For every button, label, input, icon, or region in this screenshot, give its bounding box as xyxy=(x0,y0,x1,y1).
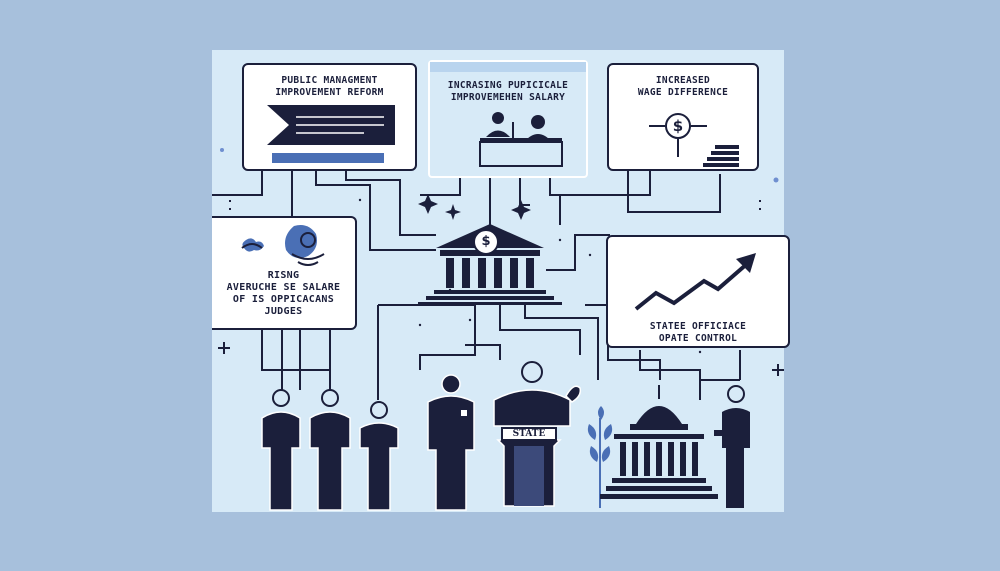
box-state-official-control: STATEE OFFICIACE OPATE CONTROL xyxy=(606,235,790,348)
dollar-coin-icon: $ xyxy=(665,113,691,139)
rising-salary-line4: JUDGES xyxy=(264,306,303,317)
box-wage-difference: INCREASED WAGE DIFFERENCE $ xyxy=(607,63,759,171)
speaker-figure xyxy=(493,361,582,427)
rising-salary-line1: RISNG xyxy=(267,270,300,281)
box-public-management-reform: PUBLIC MANAGMENT IMPROVEMENT REFORM xyxy=(242,63,417,171)
stairs-icon xyxy=(649,125,739,167)
flag-banner-icon xyxy=(267,105,395,163)
salary-increase-line2: IMPROVEMEHEN SALARY xyxy=(450,92,566,103)
reform-title-line1: PUBLIC MANAGMENT xyxy=(281,75,378,86)
rising-salary-line3: OF IS OPPICACANS xyxy=(232,294,335,305)
meeting-desk-icon xyxy=(479,112,563,167)
reform-title-line2: IMPROVEMENT REFORM xyxy=(275,87,384,98)
official-figure xyxy=(309,389,351,511)
salary-increase-line1: INCRASING PUPICICALE xyxy=(447,80,569,91)
bank-dollar-symbol: $ xyxy=(481,234,491,249)
wage-difference-line2: WAGE DIFFERENCE xyxy=(637,87,729,98)
box-salary-increase: INCRASING PUPICICALE IMPROVEMEHEN SALARY xyxy=(428,60,588,178)
official-figure xyxy=(261,389,301,511)
trend-arrow-icon xyxy=(634,253,756,311)
rising-salary-line2: AVERUCHE SE SALARE xyxy=(226,282,341,293)
box-rising-average-salary: RISNG AVERUCHE SE SALARE OF IS OPPICACAN… xyxy=(212,216,357,330)
money-hands-icon xyxy=(241,225,325,266)
box-header-strip xyxy=(430,62,586,72)
official-figure xyxy=(427,374,475,511)
state-control-line1: STATEE OFFICIACE xyxy=(649,321,747,332)
wage-dollar-symbol: $ xyxy=(672,117,684,135)
official-figure xyxy=(714,385,750,508)
official-figure xyxy=(359,401,399,511)
state-control-line2: OPATE CONTROL xyxy=(658,333,738,344)
podium-sign: STATE xyxy=(501,427,557,441)
wage-difference-line1: INCREASED xyxy=(655,75,711,86)
plant-icon xyxy=(587,406,613,508)
